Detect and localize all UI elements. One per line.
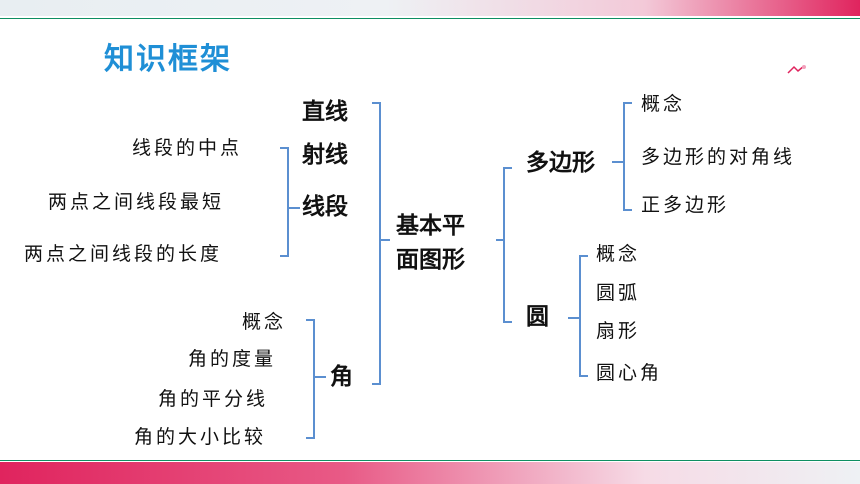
header-divider xyxy=(0,18,860,19)
node-ray: 射线 xyxy=(302,142,348,168)
polygon-item-regular: 正多边形 xyxy=(641,194,730,216)
angle-item-bisector: 角的平分线 xyxy=(158,388,269,410)
angle-item-measure: 角的度量 xyxy=(188,348,277,370)
circle-item-sector: 扇形 xyxy=(596,320,641,342)
header-bar xyxy=(0,0,860,16)
decoration-icon xyxy=(787,65,806,74)
segment-item-length: 两点之间线段的长度 xyxy=(24,243,223,265)
polygon-item-diagonal: 多边形的对角线 xyxy=(641,146,796,168)
polygon-item-concept: 概念 xyxy=(641,93,686,115)
circle-bracket xyxy=(579,255,588,377)
segment-item-shortest: 两点之间线段最短 xyxy=(48,191,225,213)
segment-item-midpoint: 线段的中点 xyxy=(132,137,243,159)
node-segment: 线段 xyxy=(302,194,348,220)
circle-item-concept: 概念 xyxy=(596,243,641,265)
segment-bracket xyxy=(280,147,289,257)
node-circle: 圆 xyxy=(526,304,549,330)
node-angle: 角 xyxy=(330,364,353,390)
center-node-line2: 面图形 xyxy=(396,247,465,273)
footer-divider xyxy=(0,460,860,461)
angle-item-concept: 概念 xyxy=(242,311,287,333)
polygon-bracket xyxy=(623,102,632,211)
page-title: 知识框架 xyxy=(104,42,232,77)
center-right-bracket xyxy=(503,167,512,323)
footer-bar xyxy=(0,462,860,484)
node-straight-line: 直线 xyxy=(302,99,348,125)
center-left-bracket xyxy=(372,102,381,385)
angle-bracket xyxy=(306,319,315,439)
circle-item-central-angle: 圆心角 xyxy=(596,362,663,384)
node-polygon: 多边形 xyxy=(526,150,595,176)
angle-item-compare: 角的大小比较 xyxy=(134,426,267,448)
center-node-line1: 基本平 xyxy=(396,213,465,239)
circle-item-arc: 圆弧 xyxy=(596,282,641,304)
